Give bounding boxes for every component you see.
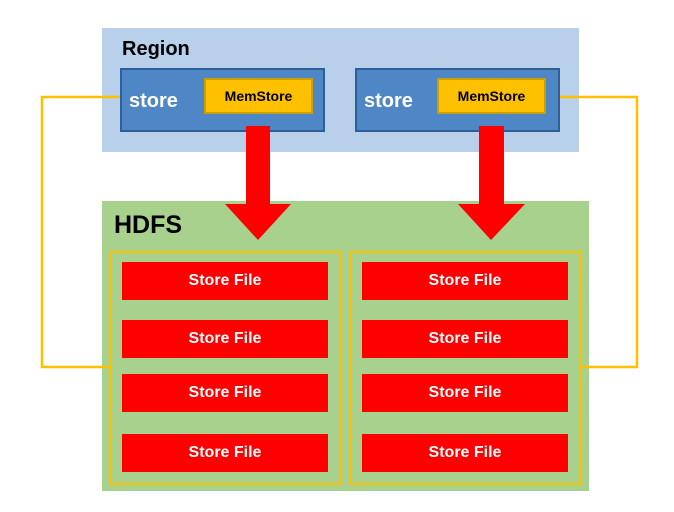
store-file: Store File (122, 262, 328, 300)
store-label-right: store (364, 90, 413, 112)
store-file: Store File (122, 434, 328, 472)
store-file: Store File (362, 374, 568, 412)
memstore-left: MemStore (204, 78, 313, 114)
connector-right (560, 95, 639, 369)
store-file: Store File (362, 320, 568, 358)
store-label-left: store (129, 90, 178, 112)
store-file-group-left (110, 251, 342, 485)
connector-left (40, 95, 120, 369)
hdfs-label: HDFS (114, 211, 183, 239)
store-file: Store File (362, 434, 568, 472)
store-file: Store File (362, 262, 568, 300)
region-label: Region (122, 38, 190, 60)
memstore-right: MemStore (437, 78, 546, 114)
store-file: Store File (122, 320, 328, 358)
store-file: Store File (122, 374, 328, 412)
flush-arrow-left (225, 126, 291, 240)
flush-arrow-right (458, 126, 525, 240)
